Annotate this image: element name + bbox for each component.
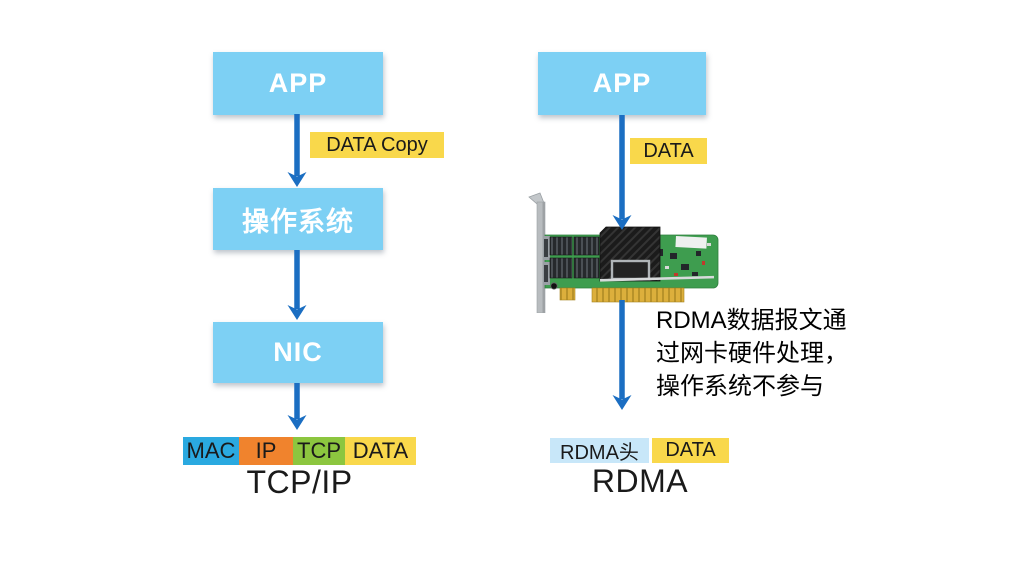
arrow-os-to-nic — [287, 250, 307, 320]
rdma-packet-row: RDMA头 DATA — [550, 438, 729, 464]
nic-pcie-connector — [559, 287, 685, 303]
segment-rdma-data: DATA — [652, 438, 729, 463]
nic-port-cages — [543, 236, 600, 285]
rdma-annotation-line3: 操作系统不参与 — [656, 373, 824, 400]
segment-mac: MAC — [183, 437, 239, 465]
arrow-nic-to-packet — [287, 383, 307, 430]
segment-tcp: TCP — [293, 437, 345, 465]
box-nic: NIC — [213, 322, 383, 383]
segment-data: DATA — [345, 437, 416, 465]
rdma-annotation: RDMA数据报文通 过网卡硬件处理， 操作系统不参与 — [656, 304, 848, 403]
nic-bracket — [528, 192, 546, 313]
arrow-card-to-packet — [612, 300, 632, 410]
rdma-annotation-line2: 过网卡硬件处理， — [656, 340, 848, 367]
network-card-image — [528, 192, 719, 313]
arrow-app-to-os — [287, 114, 307, 187]
box-operating-system: 操作系统 — [213, 188, 383, 250]
segment-ip: IP — [239, 437, 293, 465]
label-data: DATA — [630, 138, 707, 164]
box-app-right: APP — [538, 52, 706, 115]
box-app-left: APP — [213, 52, 383, 115]
rdma-annotation-line1: RDMA数据报文通 — [656, 307, 847, 334]
tcpip-packet-row: MAC IP TCP DATA — [183, 437, 416, 465]
caption-tcpip: TCP/IP — [246, 464, 353, 500]
label-data-copy: DATA Copy — [310, 132, 444, 158]
nic-heatsink — [599, 226, 715, 282]
segment-rdma-header: RDMA头 — [550, 438, 649, 464]
caption-rdma: RDMA — [591, 463, 689, 499]
